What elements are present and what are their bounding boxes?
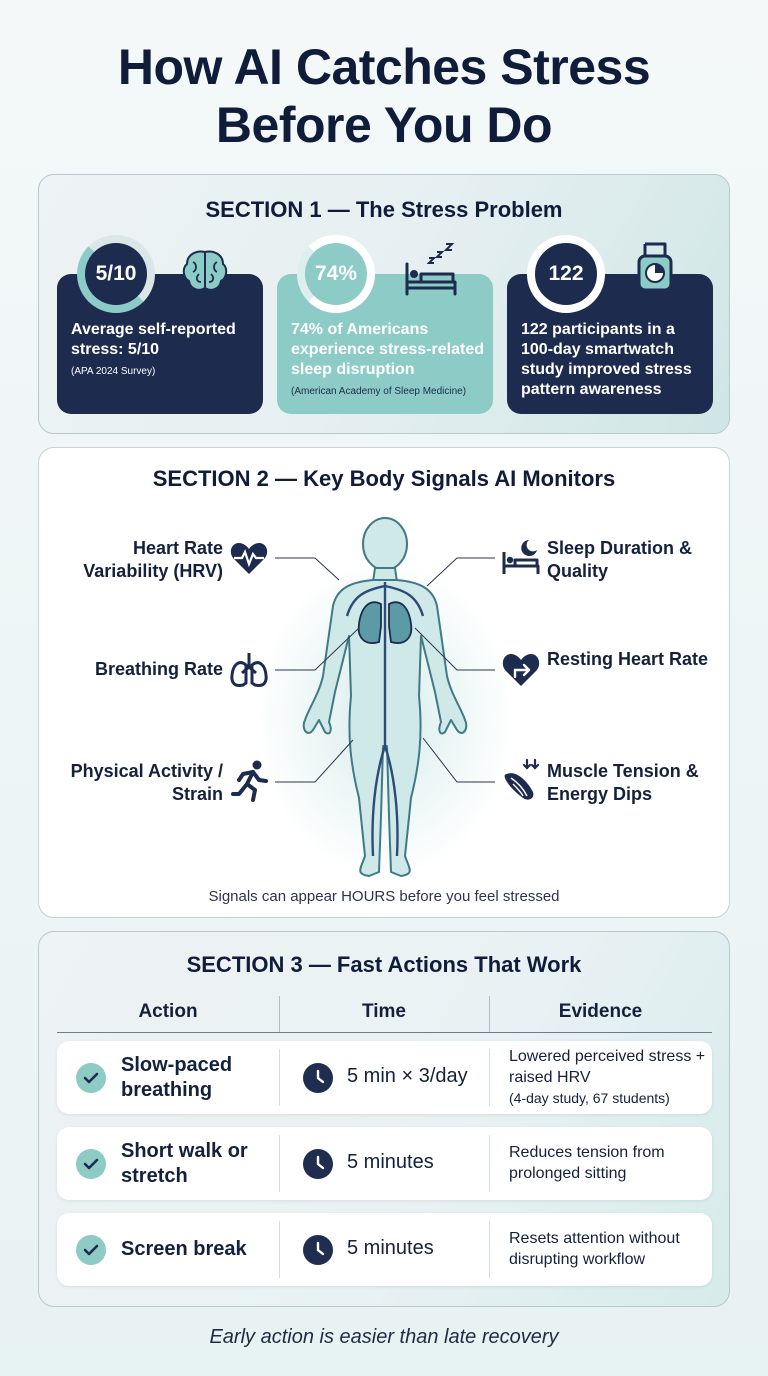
heart-pulse-icon [229,540,269,581]
action-name: Short walk or stretch [121,1140,248,1187]
section3-title: SECTION 3 — Fast Actions That Work [186,952,582,977]
action-evidence: Lowered perceived stress + raised HRV (4… [509,1046,709,1109]
evidence-text: Lowered perceived stress + raised HRV [509,1048,706,1086]
smartwatch-icon [635,242,675,311]
action-time: 5 min × 3/day [347,1065,468,1087]
stat-source: (American Academy of Sleep Medicine) [291,386,467,397]
clock-icon [303,1235,333,1265]
row-divider [279,1049,280,1106]
table-row: Slow-paced breathing 5 min × 3/day Lower… [57,1041,712,1114]
action-time: 5 minutes [347,1151,434,1173]
stat-card-study: 122 122 participants in a 100-day smartw… [507,235,713,414]
section-body-signals: SECTION 2 — Key Body Signals AI Monitors [38,447,730,918]
stat-ring: 122 [527,235,605,313]
signals-footnote: Signals can appear HOURS before you feel… [208,888,560,905]
section-fast-actions: SECTION 3 — Fast Actions That Work Actio… [38,931,730,1307]
table-row: Short walk or stretch 5 minutes Reduces … [57,1127,712,1200]
row-divider [489,1049,490,1106]
title-line-2: Before You Do [215,97,553,153]
header-divider [489,996,490,1032]
header-time: Time [361,1001,406,1022]
section1-title: SECTION 1 — The Stress Problem [205,197,563,222]
check-icon [76,1149,106,1179]
check-icon [76,1063,106,1093]
clock-icon [303,1149,333,1179]
check-icon [76,1235,106,1265]
table-row: Screen break 5 minutes Resets attention … [57,1213,712,1286]
signal-label-breathing: Breathing Rate [94,659,223,679]
stat-description: Average self-reported stress: 5/10 [71,321,236,358]
stat-value: 5/10 [95,262,137,285]
stat-ring: 74% [297,235,375,313]
header-divider [279,996,280,1032]
signal-label-resting-hr: Resting Heart Rate [547,649,709,669]
stat-description: 74% of Americans experience stress-relat… [291,321,484,378]
row-divider [489,1221,490,1278]
clock-icon [303,1063,333,1093]
muscle-arrows-icon [501,758,541,807]
title-line-1: How AI Catches Stress [117,39,651,95]
header-evidence: Evidence [558,1001,643,1022]
page-title: How AI Catches Stress Before You Do [0,38,768,154]
footer-tagline: Early action is easier than late recover… [209,1326,559,1348]
action-name: Screen break [121,1238,247,1260]
signal-label-muscle-tension: Muscle Tension & Energy Dips [547,761,699,804]
row-divider [279,1221,280,1278]
sleeping-bed-icon [403,242,463,305]
stat-description: 122 participants in a 100-day smartwatch… [521,321,692,398]
lungs-icon [229,651,269,694]
header-action: Action [138,1001,198,1022]
header-underline [57,1032,712,1033]
running-person-icon [231,760,269,807]
action-evidence: Reduces tension from prolonged sitting [509,1144,665,1182]
signal-label-activity: Physical Activity / Strain [70,761,223,804]
row-divider [279,1135,280,1192]
evidence-note: (4-day study, 67 students) [509,1090,670,1106]
action-evidence: Resets attention without disrupting work… [509,1230,680,1268]
action-time: 5 minutes [347,1237,434,1259]
stat-value: 122 [548,262,584,285]
bed-moon-icon [501,538,541,581]
row-divider [489,1135,490,1192]
section2-title: SECTION 2 — Key Body Signals AI Monitors [152,466,616,491]
signal-leader-lines [275,557,495,783]
action-name: Slow-paced breathing [121,1054,233,1101]
signal-label-hrv: Heart Rate Variability (HRV) [83,538,223,581]
stat-card-stress: 5/10 Average self-reported stress: 5/10 … [57,235,263,414]
stat-value: 74% [314,262,358,285]
stat-card-sleep: 74% 74% of Americans experience stress-r… [277,235,493,414]
heart-arrow-icon [501,650,541,693]
human-body-figure [302,517,468,877]
brain-icon [179,246,231,303]
stat-ring: 5/10 [77,235,155,313]
stat-source: (APA 2024 Survey) [71,366,156,377]
signal-label-sleep: Sleep Duration & Quality [547,538,693,581]
section-stress-problem: SECTION 1 — The Stress Problem 5/10 Aver… [38,174,730,434]
